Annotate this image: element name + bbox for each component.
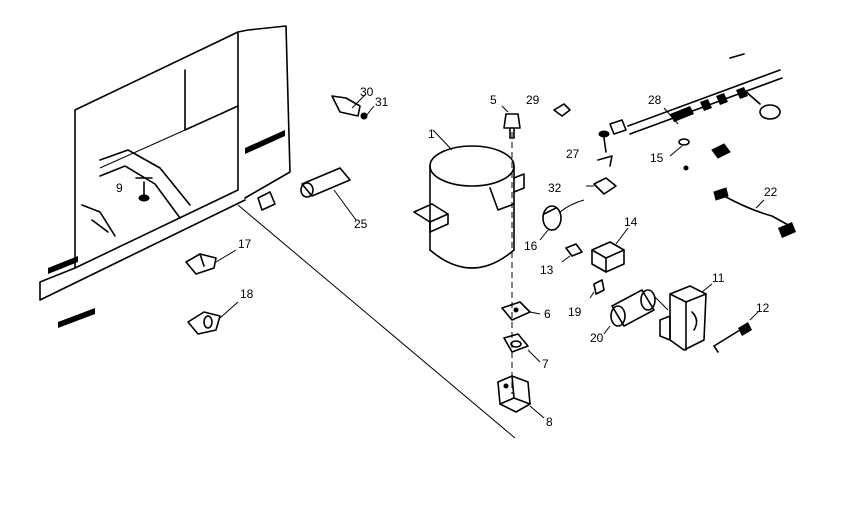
label-9: 9 <box>116 181 123 195</box>
label-29: 29 <box>526 93 540 107</box>
label-20: 20 <box>590 331 604 345</box>
label-18: 18 <box>240 287 254 301</box>
label-1: 1 <box>428 127 435 141</box>
part-20-sleeve <box>603 289 669 335</box>
part-7-grommet <box>503 333 541 363</box>
label-11: 11 <box>712 271 725 285</box>
part-6-mount <box>501 301 541 321</box>
cabinet <box>39 25 516 439</box>
part-14-relay <box>591 227 629 273</box>
label-13: 13 <box>540 263 554 277</box>
part-19-screw <box>589 279 605 299</box>
part-9-screw <box>135 177 153 202</box>
label-19: 19 <box>568 305 582 319</box>
label-28: 28 <box>648 93 662 107</box>
label-6: 6 <box>544 307 551 321</box>
label-25: 25 <box>354 217 368 231</box>
part-1-compressor <box>413 129 525 269</box>
part-29-screw <box>553 103 571 117</box>
label-27: 27 <box>566 147 580 161</box>
label-17: 17 <box>238 237 252 251</box>
label-12: 12 <box>756 301 770 315</box>
part-27-clamp <box>597 119 627 167</box>
label-31: 31 <box>375 95 389 109</box>
part-30-bracket <box>331 93 367 117</box>
label-22: 22 <box>764 185 778 199</box>
part-31-screw <box>360 105 375 120</box>
label-30: 30 <box>360 85 374 99</box>
part-32-clip <box>586 177 617 195</box>
part-28-tubing <box>627 53 783 135</box>
part-11-protector <box>659 283 713 351</box>
part-17-clip <box>185 249 237 275</box>
part-15-fitting <box>669 138 731 171</box>
label-15: 15 <box>650 151 664 165</box>
label-32: 32 <box>548 181 562 195</box>
part-22-harness <box>713 187 796 238</box>
part-8-relay <box>497 375 545 419</box>
part-16-capacitor <box>539 199 585 241</box>
label-14: 14 <box>624 215 638 229</box>
label-16: 16 <box>524 239 538 253</box>
part-18-clip <box>187 301 239 335</box>
label-8: 8 <box>546 415 553 429</box>
part-13-bracket <box>561 243 583 263</box>
label-7: 7 <box>542 357 549 371</box>
part-12-clip <box>713 311 759 353</box>
part-25-tube <box>300 167 357 221</box>
part-5-bolt <box>501 105 521 139</box>
label-5: 5 <box>490 93 497 107</box>
